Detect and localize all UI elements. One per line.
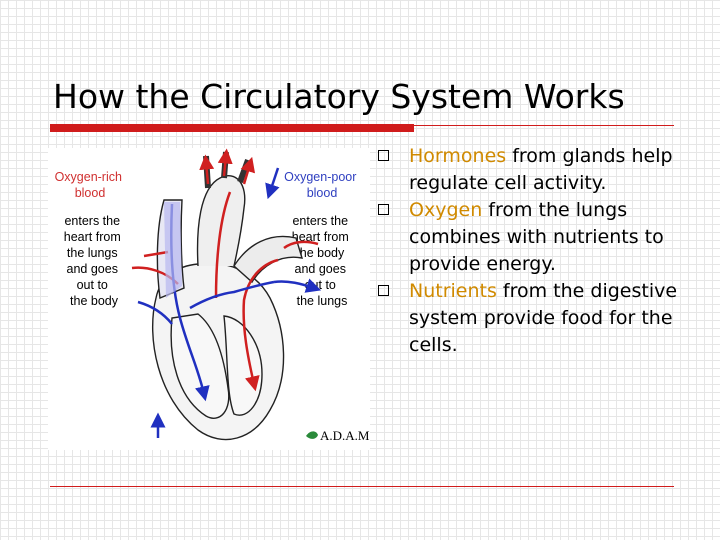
title-underline-thin bbox=[414, 125, 674, 126]
svg-text:A.D.A.M.: A.D.A.M. bbox=[320, 428, 370, 443]
heart-diagram: Oxygen-rich blood enters the heart from … bbox=[48, 148, 370, 450]
slide-title: How the Circulatory System Works bbox=[53, 77, 625, 116]
bullet-text: from the lungs combines with nutrients t… bbox=[409, 199, 664, 275]
bullet-hormones: Hormones from glands help regulate cell … bbox=[378, 143, 678, 197]
bottom-divider bbox=[50, 486, 674, 487]
bullet-keyword: Hormones bbox=[409, 145, 507, 167]
hollow-square-bullet-icon bbox=[378, 204, 389, 215]
hollow-square-bullet-icon bbox=[378, 150, 389, 161]
right-caption: enters the heart from the body and goes … bbox=[292, 214, 352, 308]
title-underline-thick bbox=[50, 124, 414, 132]
adam-logo: A.D.A.M. bbox=[306, 428, 370, 443]
left-label: Oxygen-rich blood bbox=[55, 170, 126, 200]
bullet-keyword: Oxygen bbox=[409, 199, 483, 221]
bullet-oxygen: Oxygen from the lungs combines with nutr… bbox=[378, 197, 678, 278]
right-label: Oxygen-poor blood bbox=[284, 170, 360, 200]
bullet-keyword: Nutrients bbox=[409, 280, 497, 302]
bullet-nutrients: Nutrients from the digestive system prov… bbox=[378, 278, 678, 359]
bullet-text: from glands help regulate cell activity. bbox=[409, 145, 673, 194]
vena-cava-highlight bbox=[164, 202, 182, 298]
left-caption: enters the heart from the lungs and goes… bbox=[64, 214, 124, 308]
bullet-list: Hormones from glands help regulate cell … bbox=[378, 143, 678, 359]
hollow-square-bullet-icon bbox=[378, 285, 389, 296]
bullet-text: from the digestive system provide food f… bbox=[409, 280, 678, 356]
